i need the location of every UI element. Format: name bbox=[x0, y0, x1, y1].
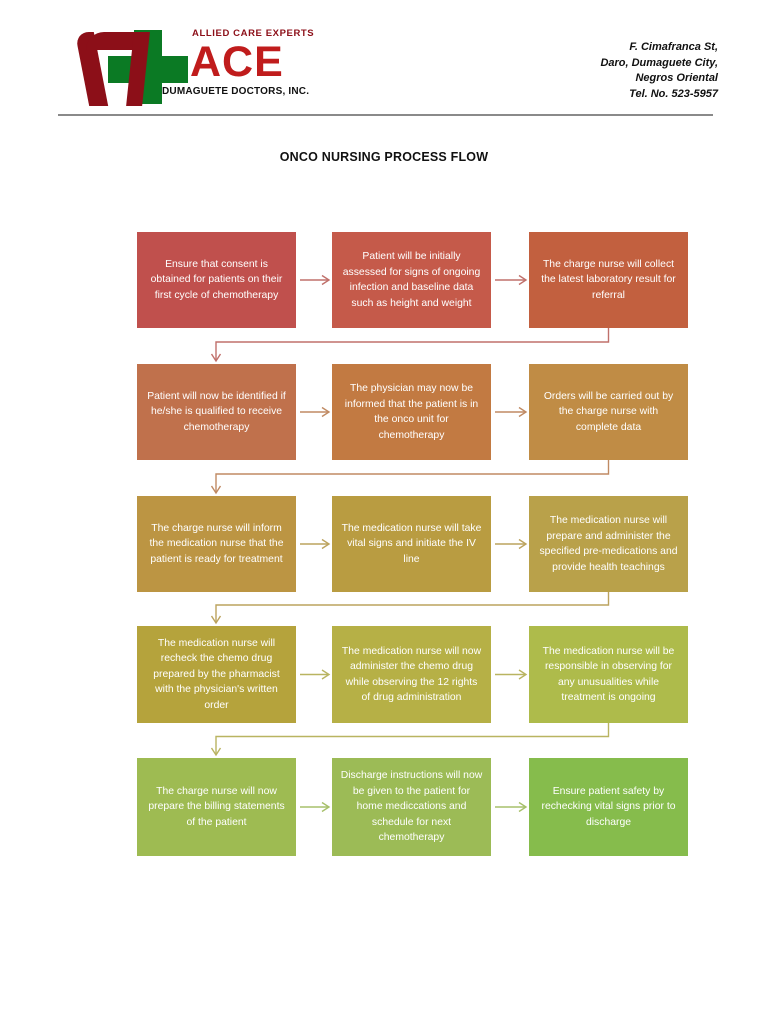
flow-node-label: Ensure that consent is obtained for pati… bbox=[150, 258, 283, 301]
flow-node-n4: Patient will now be identified if he/she… bbox=[137, 364, 296, 460]
connector-arrowhead bbox=[518, 669, 528, 680]
flow-node-label: The medication nurse will recheck the ch… bbox=[153, 637, 280, 711]
flow-node-label: Discharge instructions will now be given… bbox=[340, 770, 483, 844]
flow-node-n5: The physician may now be informed that t… bbox=[332, 364, 491, 460]
flow-node-label: The medication nurse will now administer… bbox=[341, 645, 482, 704]
connector-arrowhead bbox=[321, 406, 331, 418]
connector-line bbox=[215, 723, 610, 755]
letterhead: ALLIED CARE EXPERTS ACE DUMAGUETE DOCTOR… bbox=[0, 0, 768, 125]
clinic-address: F. Cimafranca St, Daro, Dumaguete City, … bbox=[600, 40, 718, 102]
connector-arrowhead bbox=[321, 801, 331, 813]
page-title: ONCO NURSING PROCESS FLOW bbox=[279, 150, 489, 164]
flow-node-n10: The medication nurse will recheck the ch… bbox=[137, 626, 296, 723]
logo-tagline-top: ALLIED CARE EXPERTS bbox=[192, 28, 315, 39]
flow-node-n11: The medication nurse will now administer… bbox=[332, 626, 491, 723]
flow-node-n15: Ensure patient safety by rechecking vita… bbox=[529, 758, 688, 856]
flow-node-label: The medication nurse will prepare and ad… bbox=[539, 515, 678, 573]
connector-arrowhead bbox=[518, 801, 528, 813]
connector-arrowhead bbox=[518, 274, 528, 286]
connector-arrowhead bbox=[321, 274, 331, 286]
flow-node-n12: The medication nurse will be responsible… bbox=[529, 626, 688, 723]
connector-arrowhead bbox=[210, 485, 222, 495]
logo-acronym: ACE bbox=[190, 38, 284, 86]
flow-node-label: The medication nurse will be responsible… bbox=[542, 645, 675, 704]
connector-arrowhead bbox=[321, 669, 331, 680]
connector-arrowhead bbox=[210, 747, 222, 757]
flow-node-label: Orders will be carried out by the charge… bbox=[543, 390, 674, 433]
medical-cross-icon-horizontal bbox=[108, 56, 188, 83]
flow-node-n1: Ensure that consent is obtained for pati… bbox=[137, 232, 296, 328]
flow-node-label: Patient will now be identified if he/she… bbox=[147, 390, 286, 433]
flow-node-label: The charge nurse will collect the latest… bbox=[541, 258, 676, 301]
flow-node-n6: Orders will be carried out by the charge… bbox=[529, 364, 688, 460]
address-line-city: Daro, Dumaguete City, bbox=[600, 56, 718, 69]
flow-node-label: The medication nurse will take vital sig… bbox=[341, 522, 482, 565]
logo-letter-a-top-stroke bbox=[86, 32, 142, 50]
connector-arrowhead bbox=[210, 353, 222, 363]
flow-node-label: Patient will be initially assessed for s… bbox=[342, 251, 481, 309]
connector-arrowhead bbox=[518, 406, 528, 418]
ace-logo: ALLIED CARE EXPERTS ACE DUMAGUETE DOCTOR… bbox=[72, 28, 314, 110]
flow-node-label: The charge nurse will inform the medicat… bbox=[149, 522, 284, 565]
flow-node-label: Ensure patient safety by rechecking vita… bbox=[541, 785, 676, 828]
flow-node-label: The charge nurse will now prepare the bi… bbox=[148, 785, 285, 828]
header-divider bbox=[58, 114, 713, 116]
logo-wordmark: ALLIED CARE EXPERTS ACE DUMAGUETE DOCTOR… bbox=[162, 28, 330, 98]
connector-line bbox=[215, 328, 610, 361]
flow-node-n7: The charge nurse will inform the medicat… bbox=[137, 496, 296, 592]
flow-node-n3: The charge nurse will collect the latest… bbox=[529, 232, 688, 328]
connector-line bbox=[215, 460, 610, 493]
address-line-street: F. Cimafranca St, bbox=[629, 41, 718, 53]
flow-node-n14: Discharge instructions will now be given… bbox=[332, 758, 491, 856]
flow-node-n8: The medication nurse will take vital sig… bbox=[332, 496, 491, 592]
address-line-province: Negros Oriental bbox=[635, 72, 718, 84]
flow-node-n13: The charge nurse will now prepare the bi… bbox=[137, 758, 296, 856]
flow-node-n2: Patient will be initially assessed for s… bbox=[332, 232, 491, 328]
logo-tagline-bottom: DUMAGUETE DOCTORS, INC. bbox=[162, 86, 310, 97]
connector-line bbox=[215, 592, 610, 623]
connector-arrowhead bbox=[518, 538, 528, 550]
connector-arrowhead bbox=[321, 538, 331, 550]
flow-node-n9: The medication nurse will prepare and ad… bbox=[529, 496, 688, 592]
flow-node-label: The physician may now be informed that t… bbox=[344, 383, 479, 441]
connector-arrowhead bbox=[210, 615, 222, 625]
address-line-phone: Tel. No. 523-5957 bbox=[629, 87, 718, 100]
